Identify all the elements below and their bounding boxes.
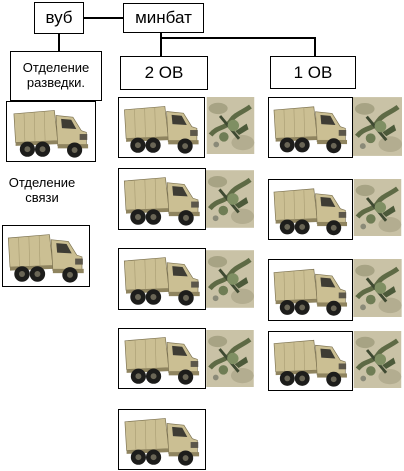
mortar-graphic [206,330,254,387]
ov2-mortar-icon [206,330,254,387]
ov1-mortar-icon [353,259,402,317]
connector-vub-recon [58,34,60,51]
truck-graphic [3,226,89,286]
truck-graphic [269,180,352,239]
ov1-truck-icon [268,259,353,321]
ov2-mortar-icon [206,170,254,228]
connector-bus-ov1 [314,37,316,57]
ov1-truck-icon [268,179,353,240]
truck-graphic [119,169,205,229]
connector-bus [160,37,315,39]
truck-graphic [7,102,95,161]
minbat-node: минбат [123,3,204,33]
ov2-mortar-icon [206,97,255,154]
mortar-graphic [206,170,254,228]
minbat-label: минбат [135,8,192,28]
ov1-mortar-icon [353,331,402,388]
ov2-truck-icon [118,328,206,389]
connector-minbat-down [160,33,162,38]
ov1-mortar-icon [353,179,402,236]
mortar-graphic [206,250,254,308]
vub-label: вуб [45,8,73,28]
ov2-truck-icon [118,168,206,230]
connector-vub-minbat [83,17,123,19]
mortar-graphic [353,259,402,317]
ov2-mortar-icon [206,250,254,308]
truck-graphic [269,332,352,390]
truck-graphic [269,98,352,157]
ov2-truck-icon [118,248,206,310]
connector-bus-ov2 [160,37,162,57]
recon-truck-icon [6,101,96,162]
truck-graphic [119,98,204,157]
signal-squad-label: Отделение связи [8,175,76,205]
ov2-node: 2 ОВ [120,56,208,90]
truck-graphic [119,410,205,469]
recon-squad-node: Отделение разведки. [10,51,102,101]
mortar-graphic [353,97,402,156]
ov1-truck-icon [268,331,353,391]
mortar-graphic [353,179,402,236]
signal-squad-node: Отделение связи [4,164,80,218]
ov2-truck-icon [118,409,206,470]
mortar-graphic [353,331,402,388]
vub-node: вуб [34,2,84,34]
truck-graphic [119,249,205,309]
truck-graphic [269,260,352,320]
ov1-mortar-icon [353,97,402,156]
mortar-graphic [206,97,255,154]
truck-graphic [119,329,205,388]
ov2-truck-icon [118,97,205,158]
ov2-label: 2 ОВ [144,63,184,83]
ov1-label: 1 ОВ [293,62,333,82]
ov1-truck-icon [268,97,353,158]
signal-truck-icon [2,225,90,287]
ov1-node: 1 ОВ [270,56,356,89]
recon-squad-label: Отделение разведки. [22,60,90,90]
